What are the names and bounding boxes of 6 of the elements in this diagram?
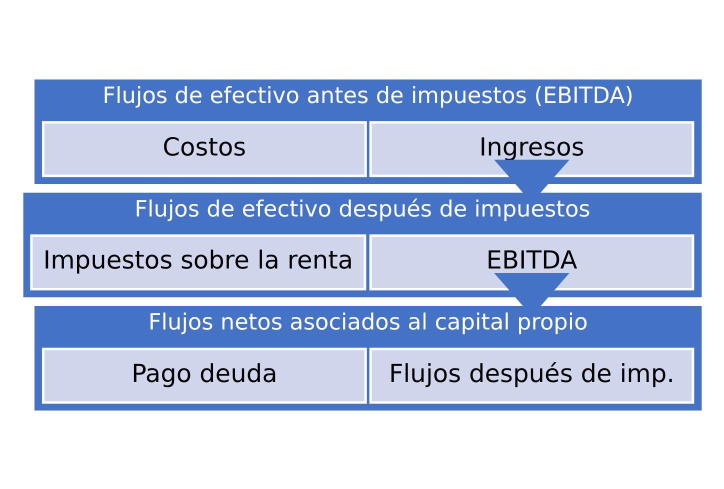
node-box: Ingresos [368, 120, 694, 177]
node-box: Costos [41, 120, 366, 177]
node-box: Flujos después de imp. [368, 347, 694, 404]
node-box: EBITDA [368, 234, 694, 290]
node-box: Impuestos sobre la renta [30, 234, 366, 290]
node-box: Pago deuda [41, 347, 366, 404]
